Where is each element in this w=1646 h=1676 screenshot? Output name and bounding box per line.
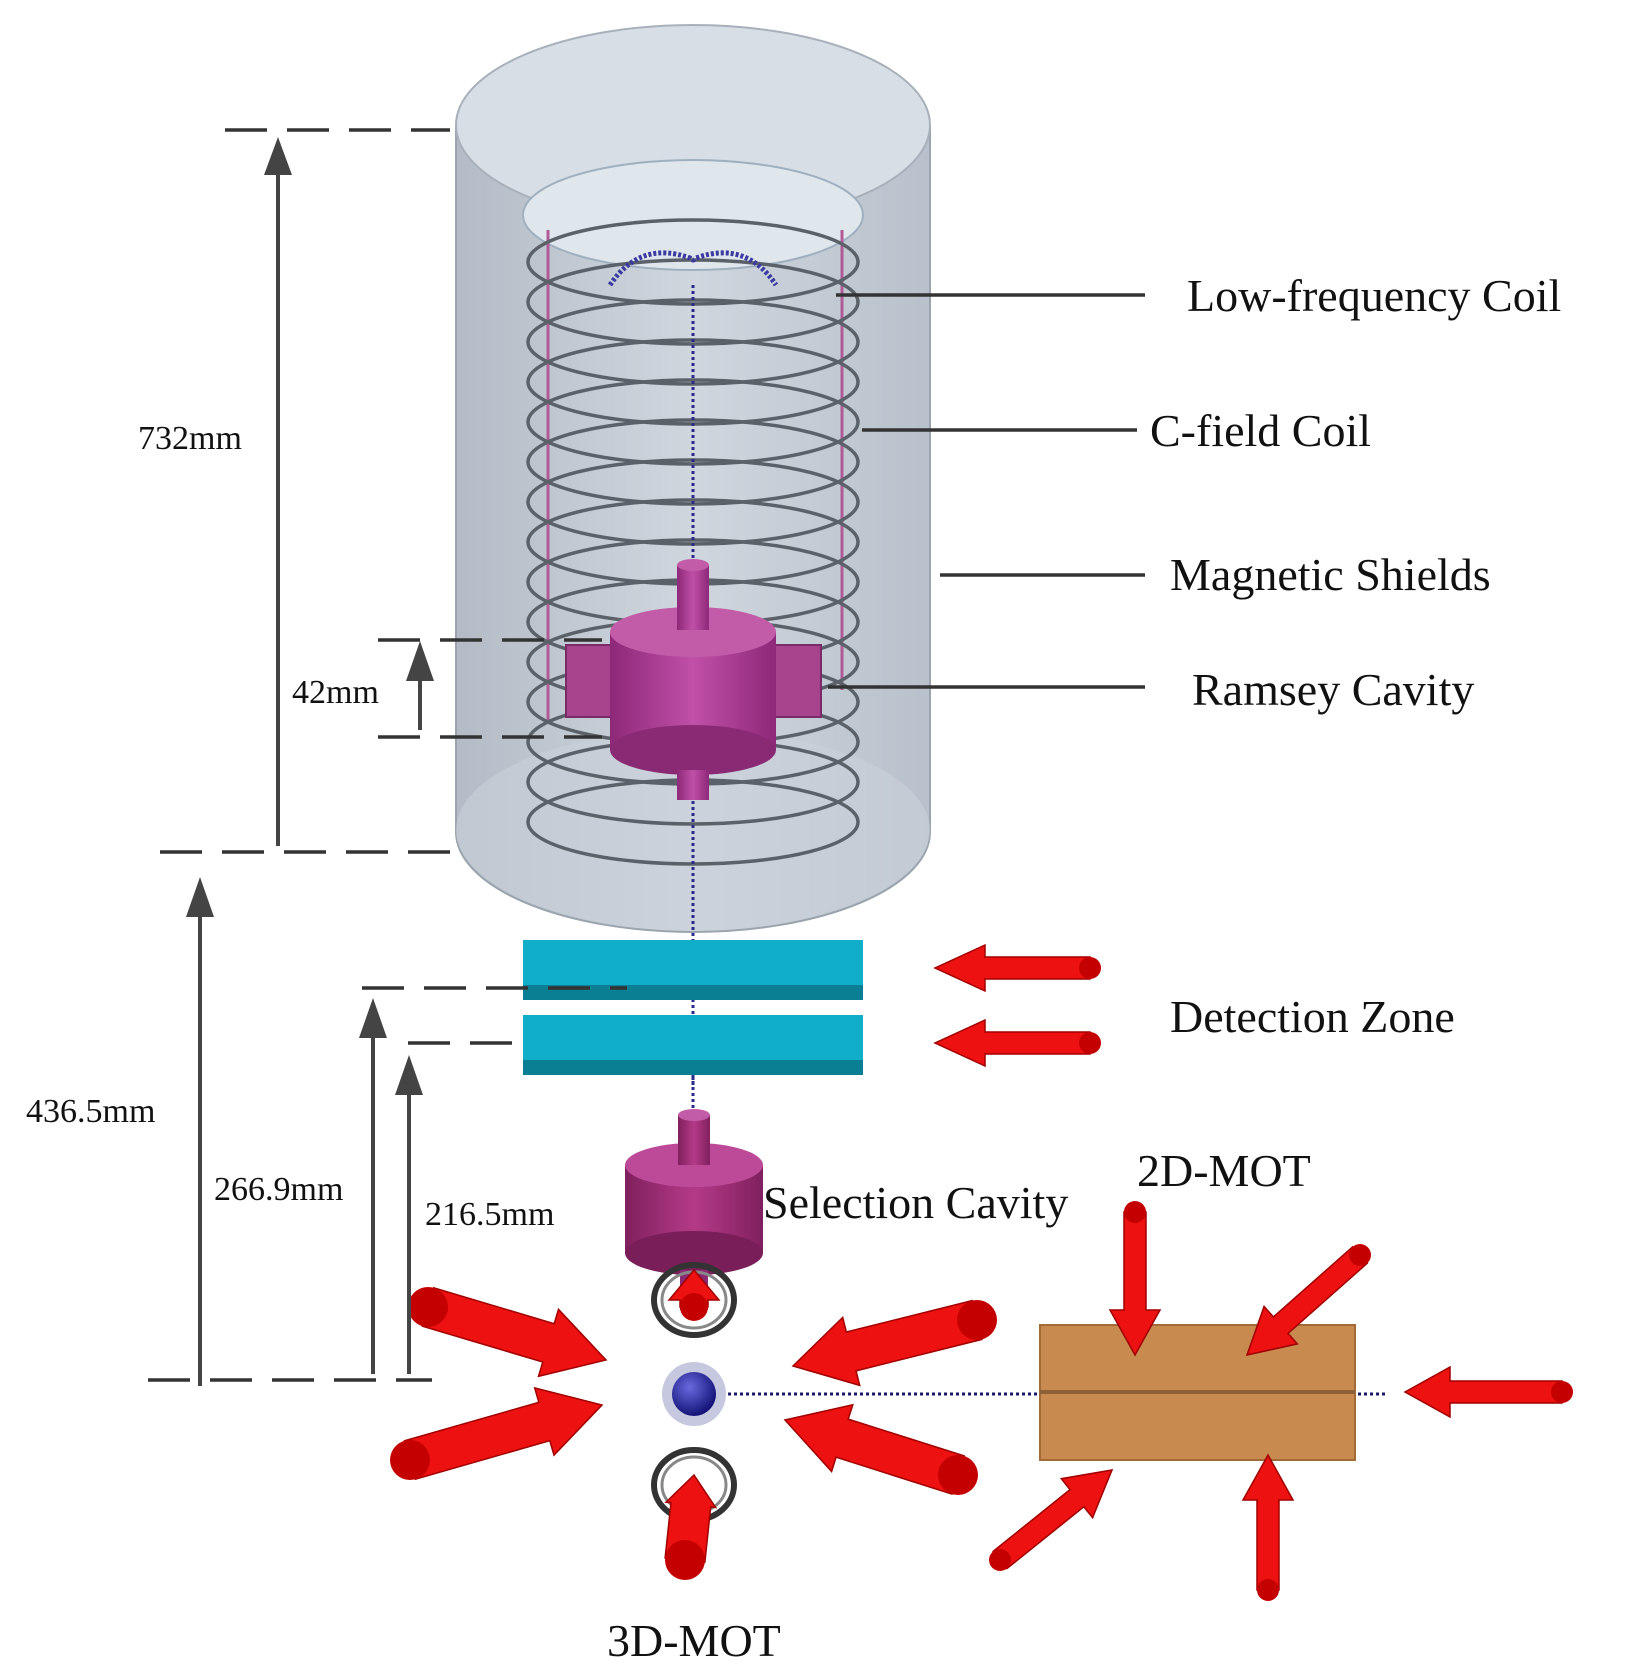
label-detection-zone: Detection Zone <box>1170 991 1455 1042</box>
inner-shield-lines <box>546 230 844 720</box>
laser-beam-tail <box>1079 957 1101 979</box>
mot-3d <box>651 1262 737 1523</box>
label-magnetic-shields: Magnetic Shields <box>1170 549 1491 600</box>
laser-beam-arrow <box>1245 1245 1369 1357</box>
mot-2d <box>1039 1324 1356 1461</box>
label-3d-mot: 3D-MOT <box>607 1615 781 1666</box>
dimension-lines <box>148 128 627 1386</box>
detection-zone-plates <box>523 940 863 1075</box>
laser-beam-tail <box>957 1300 997 1340</box>
label-ramsey-cavity: Ramsey Cavity <box>1192 664 1474 715</box>
label-selection-cavity: Selection Cavity <box>763 1177 1068 1228</box>
laser-beam-tail <box>680 1293 708 1321</box>
laser-beam-arrow <box>1403 1365 1563 1419</box>
laser-beam-tail <box>408 1287 448 1327</box>
dim-shield-height: 732mm <box>138 420 242 457</box>
label-2d-mot: 2D-MOT <box>1137 1145 1311 1196</box>
laser-beam-arrow <box>992 1469 1114 1570</box>
atom-cloud <box>672 1372 716 1416</box>
laser-beam-tail <box>938 1455 978 1495</box>
label-low-frequency-coil: Low-frequency Coil <box>1187 270 1561 321</box>
laser-beam-tail <box>1124 1201 1146 1223</box>
laser-beam-tail <box>1349 1244 1371 1266</box>
label-c-field-coil: C-field Coil <box>1150 405 1371 456</box>
dim-ramsey-height: 42mm <box>292 674 379 711</box>
dim-detection-upper-height: 266.9mm <box>214 1171 343 1208</box>
ramsey-cavity <box>565 559 822 800</box>
laser-beams <box>390 943 1573 1601</box>
laser-beam-arrow <box>1241 1453 1295 1591</box>
dim-shield-base-height: 436.5mm <box>26 1093 155 1130</box>
laser-beam-arrow <box>403 1386 604 1481</box>
laser-beam-tail <box>1257 1579 1279 1601</box>
laser-beam-arrow <box>667 1268 721 1308</box>
laser-beam-arrow <box>664 1473 718 1563</box>
laser-beam-arrow <box>421 1286 608 1378</box>
laser-beam-tail <box>989 1549 1011 1571</box>
leader-lines <box>828 293 1145 689</box>
laser-beam-tail <box>390 1440 430 1480</box>
laser-beam-arrow <box>933 943 1091 993</box>
laser-beam-arrow <box>1108 1211 1162 1357</box>
laser-beam-tail <box>1551 1381 1573 1403</box>
dim-detection-lower-height: 216.5mm <box>425 1196 554 1233</box>
laser-beam-arrow <box>783 1403 966 1496</box>
laser-beam-tail <box>1079 1032 1101 1054</box>
laser-beam-arrow <box>933 1018 1091 1068</box>
laser-beam-arrow <box>791 1299 983 1387</box>
laser-beam-tail <box>665 1540 705 1580</box>
coil-turn <box>526 378 860 466</box>
